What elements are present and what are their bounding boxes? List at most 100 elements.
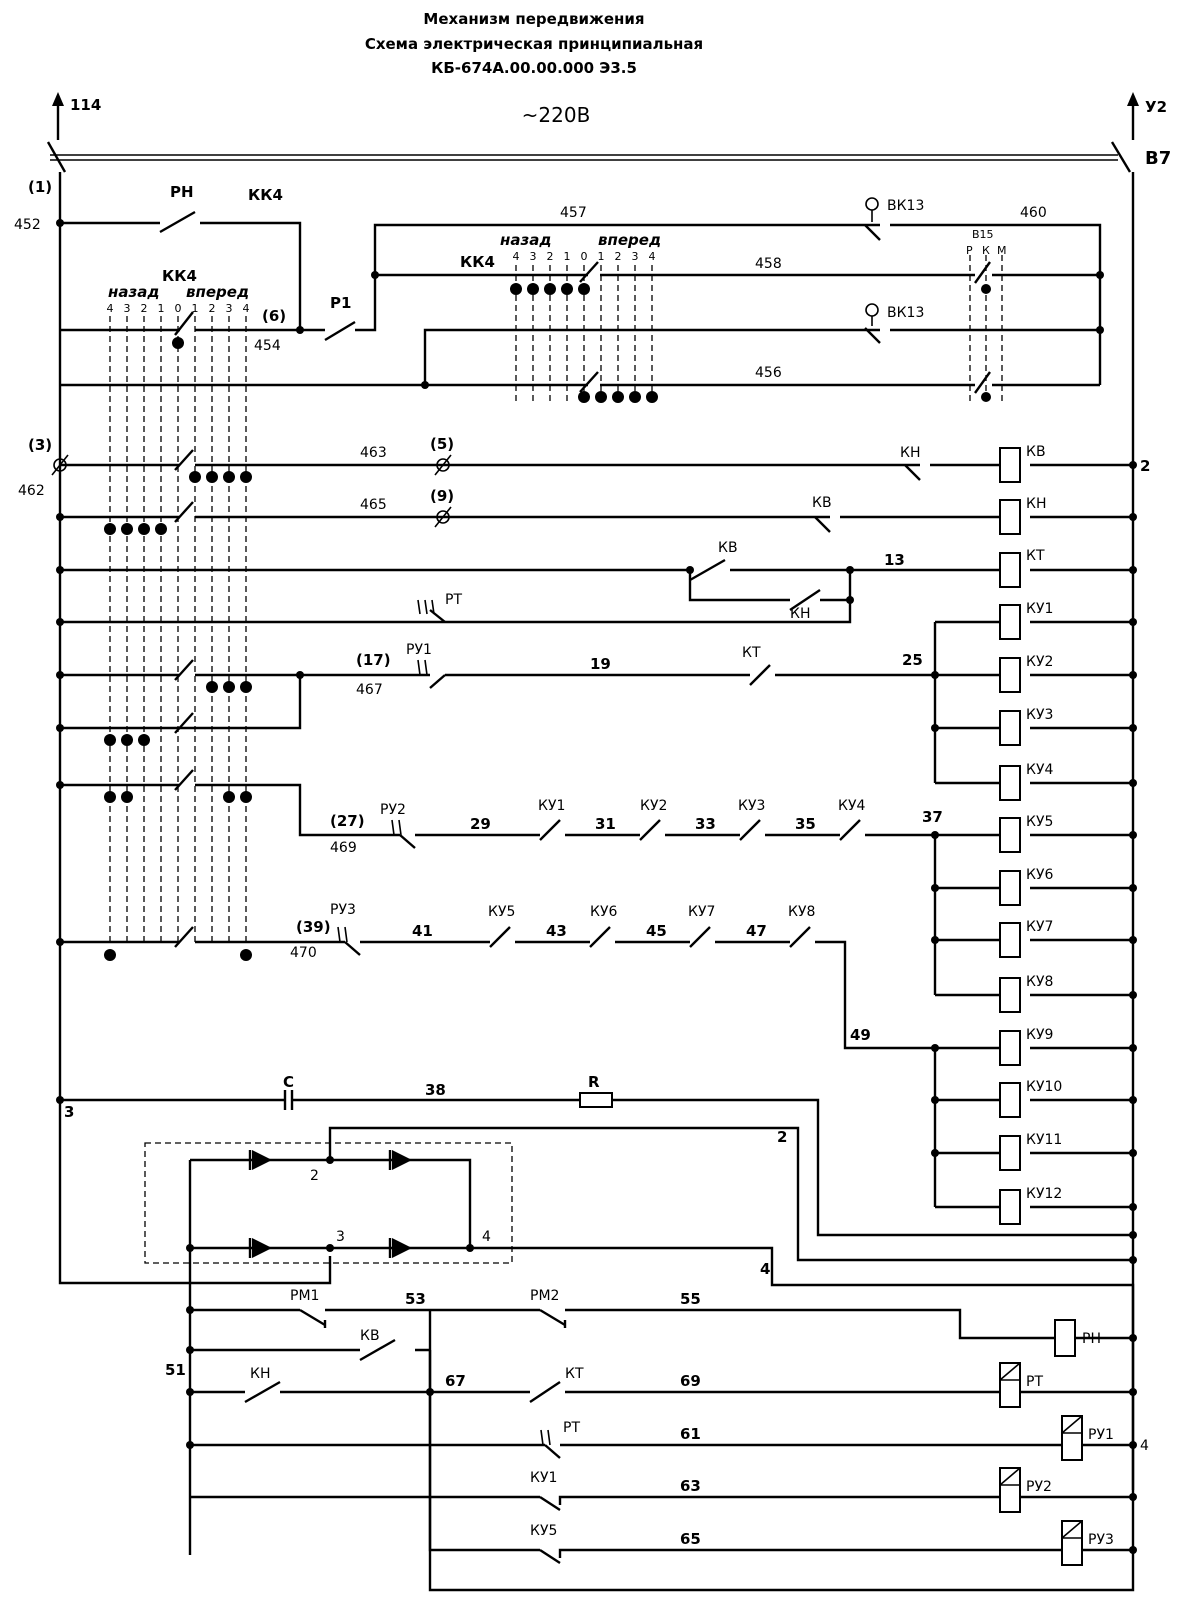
wire-457: 457 <box>560 205 587 221</box>
wire-4: 4 <box>760 1260 770 1278</box>
kk4-mid-positions: 4 3 2 1 0 1 2 3 4 <box>513 250 656 263</box>
coil-ru1-label: РУ1 <box>1088 1427 1114 1443</box>
title-line-1: Механизм передвижения <box>423 10 644 28</box>
svg-text:КУ7: КУ7 <box>1026 919 1053 935</box>
svg-text:2: 2 <box>209 302 216 315</box>
svg-text:0: 0 <box>175 302 182 315</box>
contact-rt1: РТ <box>445 592 462 608</box>
svg-text:4: 4 <box>513 250 520 263</box>
svg-text:КУ4: КУ4 <box>1026 762 1053 778</box>
b15-pos-m: М <box>997 244 1007 257</box>
svg-text:КУ9: КУ9 <box>1026 1027 1053 1043</box>
node-1: (1) <box>28 178 52 196</box>
wire-39: (39) <box>296 918 331 936</box>
svg-text:КУ3: КУ3 <box>1026 707 1053 723</box>
vk13-bottom: ВК13 <box>887 305 924 321</box>
contact-ku1-dc: КУ1 <box>530 1470 557 1486</box>
svg-text:КУ8: КУ8 <box>1026 974 1053 990</box>
contact-ku2: КУ2 <box>640 798 667 814</box>
svg-text:КТ: КТ <box>1026 548 1045 564</box>
svg-text:1: 1 <box>564 250 571 263</box>
svg-text:КН: КН <box>1026 496 1046 512</box>
svg-text:3: 3 <box>124 302 131 315</box>
wire-2: 2 <box>777 1128 787 1146</box>
contact-rt-dc: РТ <box>563 1420 580 1436</box>
svg-text:1: 1 <box>158 302 165 315</box>
wire-69: 69 <box>680 1372 701 1390</box>
back-word-left: назад <box>108 283 159 301</box>
contact-kn-dc: КН <box>250 1366 270 1382</box>
node-6: (6) <box>262 307 286 325</box>
contact-ku7: КУ7 <box>688 904 715 920</box>
coil-rows <box>51 449 1137 1264</box>
wire-25: 25 <box>902 651 923 669</box>
svg-text:3: 3 <box>632 250 639 263</box>
wire-469: 469 <box>330 840 357 856</box>
svg-text:КУ1: КУ1 <box>1026 601 1053 617</box>
kk4-top-label: КК4 <box>248 186 283 204</box>
wire-17: (17) <box>356 651 391 669</box>
kk4-left-dashes <box>109 316 247 945</box>
back-word-mid: назад <box>500 231 551 249</box>
label-r: R <box>588 1073 600 1091</box>
kk4-mid-label: КК4 <box>460 253 495 271</box>
wire-51: 51 <box>165 1361 186 1379</box>
wire-65: 65 <box>680 1530 701 1548</box>
contact-rm1: РМ1 <box>290 1288 319 1304</box>
coil-rn-label: РН <box>1082 1331 1101 1347</box>
svg-text:КУ2: КУ2 <box>1026 654 1053 670</box>
node-462: 462 <box>18 483 45 499</box>
title-line-3: КБ-674А.00.00.000 Э3.5 <box>431 59 637 77</box>
contact-kt1: КТ <box>742 645 761 661</box>
top-control-circuit <box>60 197 1104 404</box>
wire-470: 470 <box>290 945 317 961</box>
svg-text:2: 2 <box>547 250 554 263</box>
wire-27: (27) <box>330 812 365 830</box>
contact-kn1: КН <box>900 445 920 461</box>
label-c: С <box>283 1073 294 1091</box>
bridge-node-2: 2 <box>310 1168 319 1184</box>
wire-458: 458 <box>755 256 782 272</box>
vk13-top: ВК13 <box>887 198 924 214</box>
coil-labels: КВ КН КТ КУ1 КУ2 КУ3 КУ4 КУ5 КУ6 КУ7 КУ8… <box>1026 444 1062 1202</box>
rail-4: 4 <box>1140 1438 1149 1454</box>
contact-rn: РН <box>170 183 194 201</box>
svg-text:КУ10: КУ10 <box>1026 1079 1062 1095</box>
svg-text:КВ: КВ <box>1026 444 1046 460</box>
node-454: 454 <box>254 338 281 354</box>
wire-61: 61 <box>680 1425 701 1443</box>
contact-ku4: КУ4 <box>838 798 865 814</box>
contact-kv-dc: КВ <box>360 1328 380 1344</box>
kk4-left-label: КК4 <box>162 267 197 285</box>
dc-section <box>186 1306 1137 1566</box>
forward-word-left: вперед <box>186 283 249 301</box>
contact-ru2: РУ2 <box>380 802 406 818</box>
right-supply-ref: У2 <box>1145 98 1167 116</box>
wire-13: 13 <box>884 551 905 569</box>
node-3p: (3) <box>28 436 52 454</box>
wire-49: 49 <box>850 1026 871 1044</box>
wire-53: 53 <box>405 1290 426 1308</box>
wire-19: 19 <box>590 655 611 673</box>
coil-ru3-label: РУ3 <box>1088 1532 1114 1548</box>
svg-text:КУ11: КУ11 <box>1026 1132 1062 1148</box>
forward-word-mid: вперед <box>598 231 661 249</box>
contact-ku8: КУ8 <box>788 904 815 920</box>
b15-pos-k: К <box>982 244 990 257</box>
contact-ru3: РУ3 <box>330 902 356 918</box>
svg-text:0: 0 <box>581 250 588 263</box>
left-supply-ref: 114 <box>70 96 101 114</box>
wire-463: 463 <box>360 445 387 461</box>
contact-kv1: КВ <box>812 495 832 511</box>
contact-kv2: КВ <box>718 540 738 556</box>
svg-text:4: 4 <box>107 302 114 315</box>
wire-31: 31 <box>595 815 616 833</box>
wire-38: 38 <box>425 1081 446 1099</box>
contact-ru1: РУ1 <box>406 642 432 658</box>
coil-ru2-label: РУ2 <box>1026 1479 1052 1495</box>
wire-29: 29 <box>470 815 491 833</box>
supply-bus <box>46 92 1139 173</box>
wire-467: 467 <box>356 682 383 698</box>
node-3: 3 <box>64 1103 74 1121</box>
